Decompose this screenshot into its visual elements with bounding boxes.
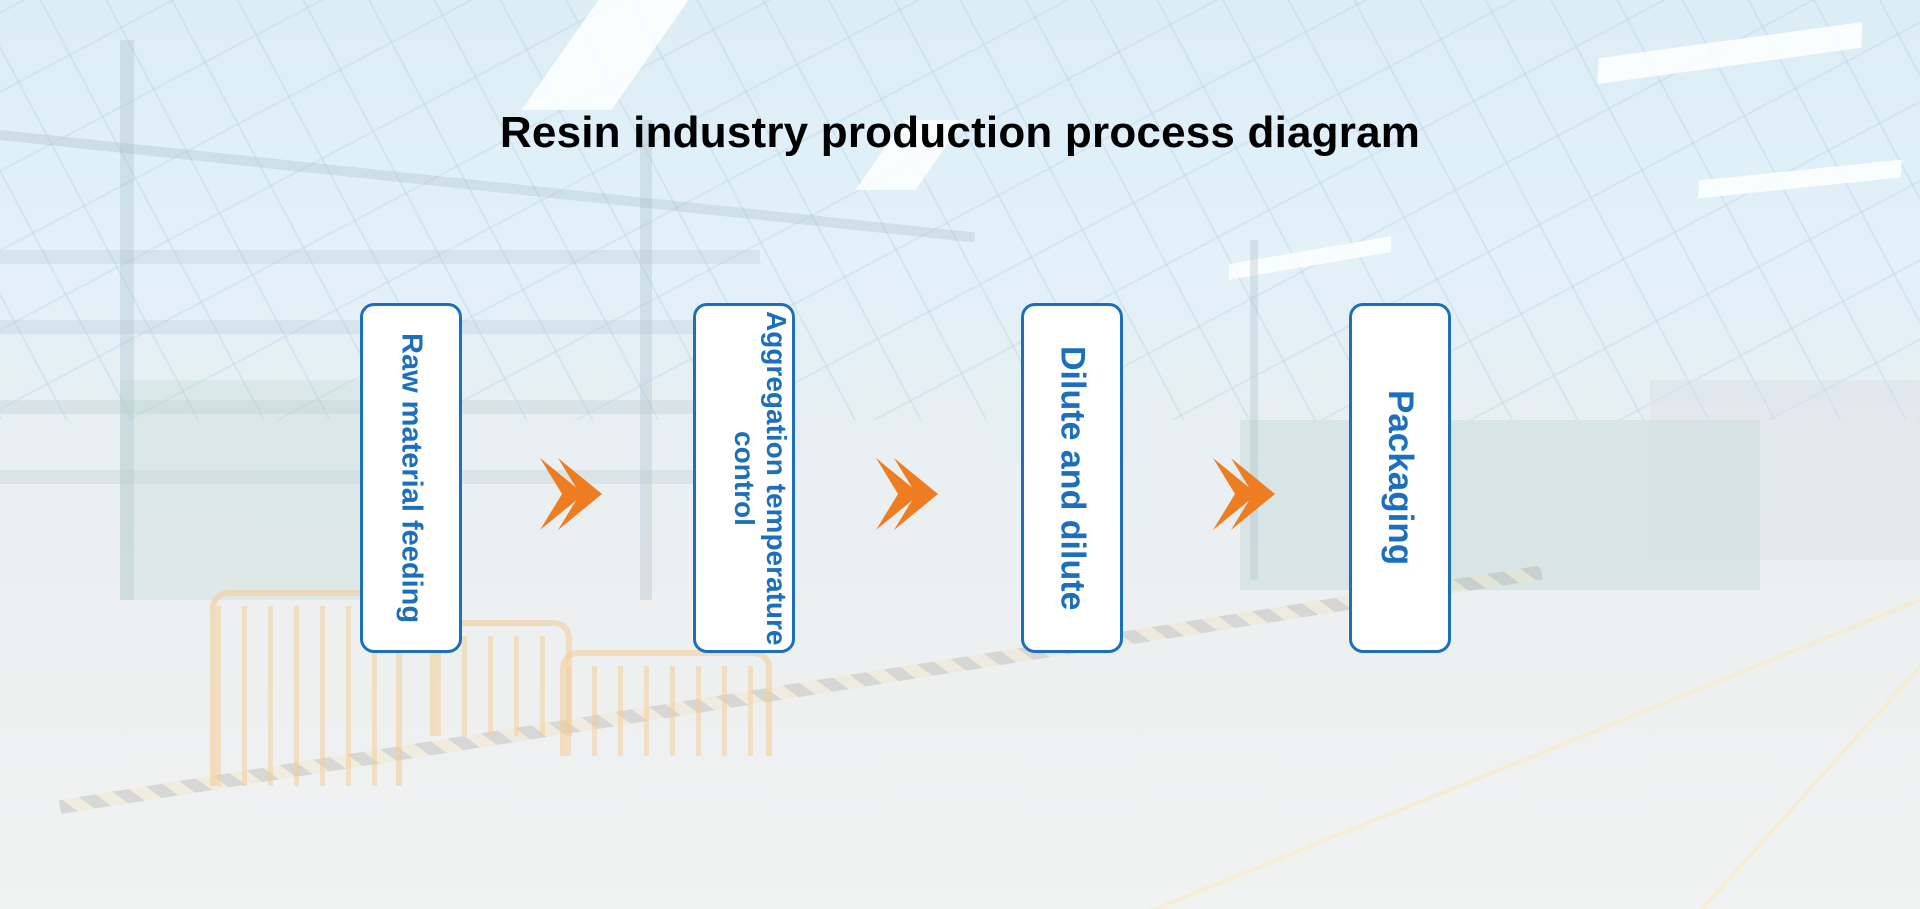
process-step-raw-material-feeding: Raw material feeding: [360, 303, 462, 653]
process-step-packaging: Packaging: [1349, 303, 1451, 653]
steel-column: [1250, 240, 1258, 580]
double-chevron-right-icon: [876, 458, 938, 530]
process-step-dilute-and-dilute: Dilute and dilute: [1021, 303, 1123, 653]
machine-block: [1240, 420, 1760, 590]
steel-column: [640, 120, 652, 600]
process-step-aggregation-temperature-control: Aggregation temperature control: [693, 303, 795, 653]
machine-block: [1650, 380, 1920, 560]
step-label: Raw material feeding: [395, 332, 428, 624]
safety-fence: [430, 620, 572, 736]
step-label: Packaging: [1381, 390, 1421, 566]
double-chevron-right-icon: [540, 458, 602, 530]
step-label: Dilute and dilute: [1053, 345, 1092, 611]
step-label: Aggregation temperature control: [728, 310, 792, 646]
page-title: Resin industry production process diagra…: [499, 108, 1421, 157]
steel-column: [120, 40, 134, 660]
storage-rack: [0, 250, 760, 264]
double-chevron-right-icon: [1213, 458, 1275, 530]
